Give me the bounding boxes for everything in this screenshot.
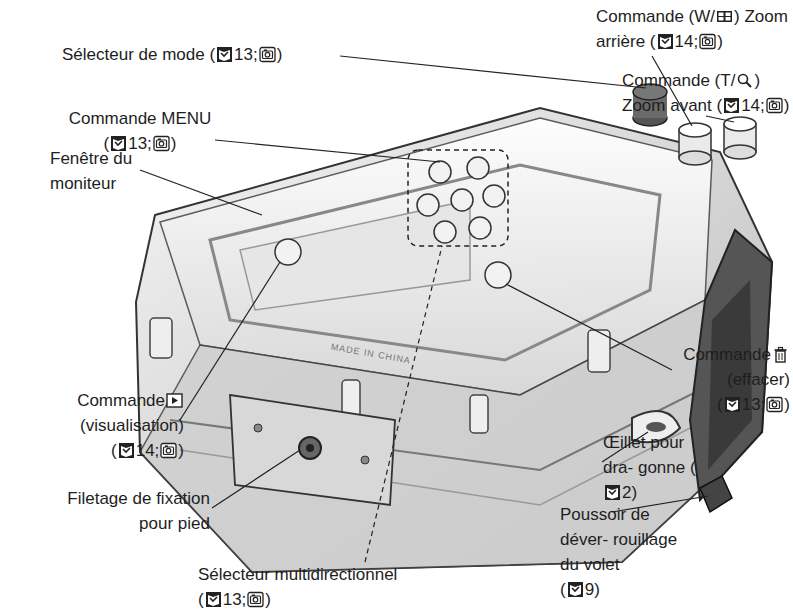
part-label: ( bbox=[111, 441, 117, 460]
page-reference-icon bbox=[205, 591, 222, 608]
part-label: ) bbox=[171, 134, 177, 153]
part-label: Commande MENU bbox=[69, 109, 212, 128]
part-label: ) bbox=[784, 395, 790, 414]
callout-label: Commande (T/) Zoom avant (14;) bbox=[622, 68, 792, 118]
part-label: 14; bbox=[675, 32, 699, 51]
camera-manual-icon bbox=[766, 396, 783, 413]
page-reference-icon bbox=[657, 33, 674, 50]
callout-label: Commande MENU(13;) bbox=[60, 106, 220, 156]
page-reference-icon bbox=[118, 442, 135, 459]
trash-icon bbox=[772, 346, 789, 363]
callout-label: Commande (visualisation) (14;) bbox=[14, 388, 184, 463]
part-label: ) bbox=[784, 96, 790, 115]
magnifier-icon bbox=[736, 72, 753, 89]
camera-manual-icon bbox=[160, 442, 177, 459]
camera-manual-icon bbox=[259, 46, 276, 63]
part-label: Sélecteur multidirectionnel bbox=[198, 565, 397, 584]
callout-label: Commande (effacer)(13;) bbox=[600, 342, 790, 417]
part-label: Commande bbox=[77, 391, 165, 410]
camera-manual-icon bbox=[247, 591, 264, 608]
camera-manual-icon bbox=[766, 97, 783, 114]
part-label: ( bbox=[198, 590, 204, 609]
callout-label: Sélecteur de mode ( 13;) bbox=[62, 42, 352, 67]
part-label: Œillet pour dra- gonne ( bbox=[603, 433, 696, 477]
part-label: (visualisation) bbox=[80, 416, 184, 435]
part-label: ) bbox=[277, 45, 283, 64]
part-label: 9 bbox=[585, 580, 594, 599]
part-label: Commande bbox=[683, 345, 771, 364]
part-label: 14; bbox=[741, 96, 765, 115]
part-label: ) bbox=[717, 32, 723, 51]
part-label: 2 bbox=[622, 483, 631, 502]
page-reference-icon bbox=[604, 484, 621, 501]
page-reference-icon bbox=[216, 46, 233, 63]
part-label: ) bbox=[594, 580, 600, 599]
callout-label: Fenêtre du moniteur bbox=[50, 146, 150, 196]
part-label: 13; bbox=[234, 45, 258, 64]
part-label: Commande (T/ bbox=[622, 71, 735, 90]
camera-manual-icon bbox=[699, 33, 716, 50]
page-reference-icon bbox=[567, 581, 584, 598]
part-label: 14; bbox=[136, 441, 160, 460]
page-reference-icon bbox=[724, 396, 741, 413]
page-reference-icon bbox=[723, 97, 740, 114]
callout-label: Commande (W/) Zoom arrière (14;) bbox=[596, 4, 792, 54]
part-label: Commande (W/ bbox=[596, 7, 715, 26]
playback-icon bbox=[166, 392, 183, 409]
part-label: Filetage de fixation pour pied bbox=[67, 489, 210, 533]
part-label: ) bbox=[178, 441, 184, 460]
part-label: 13; bbox=[223, 590, 247, 609]
part-label: (effacer) bbox=[727, 370, 790, 389]
part-label: Fenêtre du moniteur bbox=[50, 149, 132, 193]
part-label: Poussoir de déver- rouillage du volet bbox=[560, 505, 677, 574]
callout-label: Filetage de fixation pour pied bbox=[40, 486, 210, 536]
part-label: ) bbox=[631, 483, 637, 502]
part-label: ) bbox=[265, 590, 271, 609]
thumbnail-icon bbox=[716, 8, 733, 25]
part-label: ( bbox=[717, 395, 723, 414]
part-label: Sélecteur de mode ( bbox=[62, 45, 215, 64]
part-label: 13; bbox=[742, 395, 766, 414]
part-label: ( bbox=[560, 580, 566, 599]
callout-label: Poussoir de déver- rouillage du volet (9) bbox=[560, 502, 700, 602]
camera-manual-icon bbox=[153, 135, 170, 152]
callout-label: Œillet pour dra- gonne ( 2) bbox=[603, 430, 713, 505]
callout-label: Sélecteur multidirectionnel (13;) bbox=[198, 562, 498, 612]
